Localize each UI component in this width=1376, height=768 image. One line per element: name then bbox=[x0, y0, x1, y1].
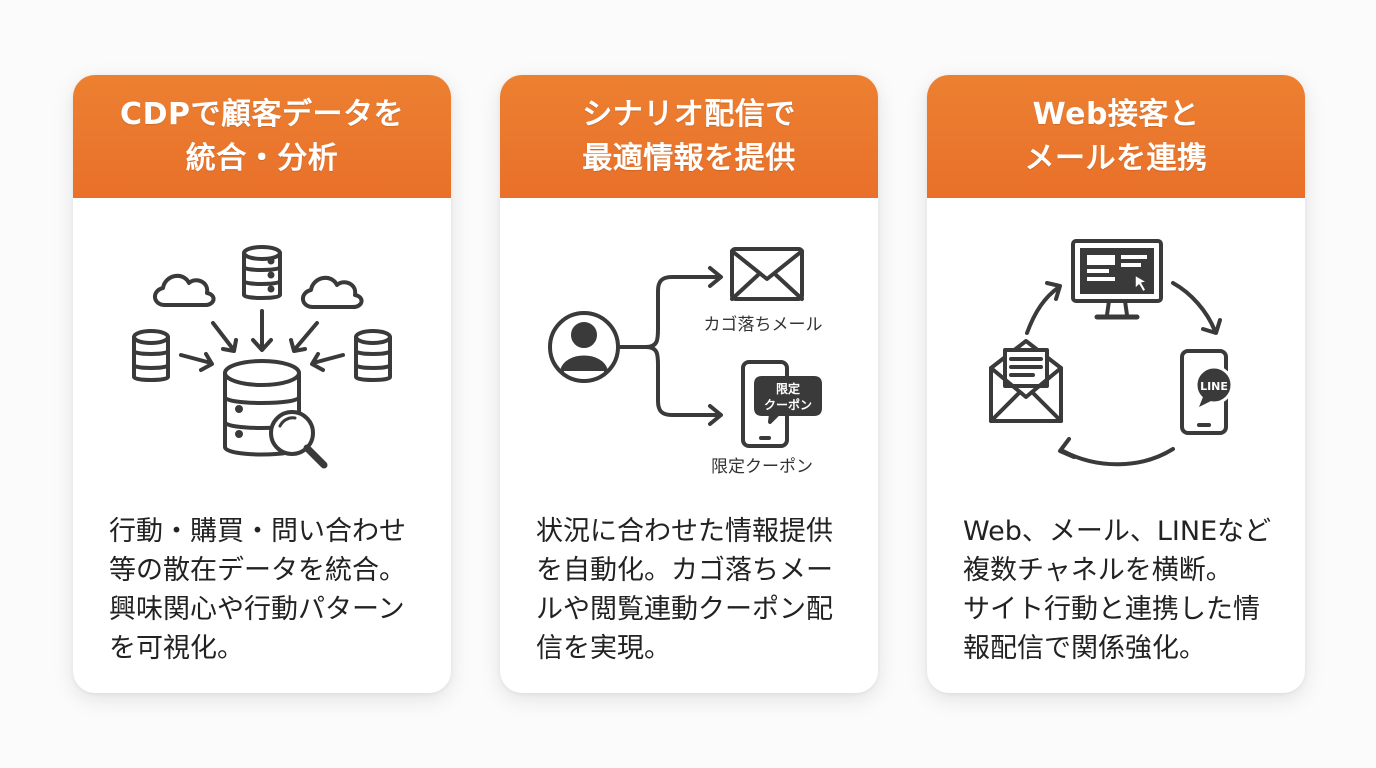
coupon-bubble-icon bbox=[754, 376, 822, 424]
arrow-icon bbox=[179, 309, 345, 372]
card-title-line: 最適情報を提供 bbox=[582, 140, 796, 176]
cycle-arrows-icon bbox=[1025, 281, 1222, 467]
envelope-icon bbox=[730, 247, 804, 301]
description-line: 状況に合わせた情報提供 bbox=[536, 516, 833, 547]
card-header: Web接客と メールを連携 bbox=[927, 75, 1305, 198]
description-line: 報配信で関係強化。 bbox=[963, 633, 1206, 664]
description-line: 複数チャネルを横断。 bbox=[963, 555, 1233, 586]
line-label: LINE bbox=[1200, 380, 1228, 393]
database-icon bbox=[354, 329, 392, 382]
cdp-illustration bbox=[73, 225, 451, 485]
card-title-line: 統合・分析 bbox=[185, 140, 339, 176]
database-search-icon bbox=[223, 359, 328, 469]
card-description: 行動・購買・問い合わせ 等の散在データを統合。 興味関心や行動パターン を可視化… bbox=[109, 512, 427, 668]
scenario-illustration: カゴ落ちメール 限定 クーポン 限定クーポン bbox=[500, 225, 878, 485]
user-icon bbox=[548, 311, 620, 383]
channel-illustration: LINE bbox=[927, 225, 1305, 485]
coupon-bubble-label: 限定 bbox=[776, 381, 800, 396]
description-line: 行動・購買・問い合わせ bbox=[109, 516, 406, 547]
card-title-line: シナリオ配信で bbox=[582, 96, 796, 132]
description-line: ルや閲覧連動クーポン配 bbox=[536, 594, 833, 625]
card-title-line: CDPで顧客データを bbox=[120, 96, 404, 132]
card-cdp: CDPで顧客データを 統合・分析 bbox=[73, 75, 451, 693]
card-title-line: メールを連携 bbox=[1024, 140, 1208, 176]
branch-arrows-icon bbox=[618, 266, 723, 426]
database-icon bbox=[132, 329, 170, 382]
cloud-icon bbox=[153, 273, 216, 307]
monitor-icon bbox=[1071, 239, 1163, 320]
card-header: シナリオ配信で 最適情報を提供 bbox=[500, 75, 878, 198]
envelope-open-icon bbox=[989, 339, 1063, 423]
card-description: Web、メール、LINEなど 複数チャネルを横断。 サイト行動と連携した情 報配… bbox=[963, 512, 1281, 668]
description-line: Web、メール、LINEなど bbox=[963, 516, 1272, 547]
card-scenario: シナリオ配信で 最適情報を提供 bbox=[500, 75, 878, 693]
cloud-icon bbox=[301, 275, 364, 309]
smartphone-icon bbox=[1180, 349, 1234, 435]
card-header: CDPで顧客データを 統合・分析 bbox=[73, 75, 451, 198]
card-title-line: Web接客と bbox=[1032, 96, 1200, 132]
description-line: 興味関心や行動パターン bbox=[109, 594, 405, 625]
description-line: を自動化。カゴ落ちメー bbox=[536, 555, 833, 586]
coupon-label: 限定クーポン bbox=[711, 457, 813, 477]
description-line: 等の散在データを統合。 bbox=[109, 555, 406, 586]
description-line: サイト行動と連携した情 bbox=[963, 594, 1260, 625]
card-web-mail: Web接客と メールを連携 bbox=[927, 75, 1305, 693]
email-label: カゴ落ちメール bbox=[704, 314, 823, 335]
description-line: 信を実現。 bbox=[536, 633, 671, 664]
card-description: 状況に合わせた情報提供 を自動化。カゴ落ちメー ルや閲覧連動クーポン配 信を実現… bbox=[536, 512, 854, 668]
description-line: を可視化。 bbox=[109, 633, 244, 664]
coupon-bubble-label: クーポン bbox=[764, 397, 812, 412]
database-icon bbox=[242, 245, 282, 300]
